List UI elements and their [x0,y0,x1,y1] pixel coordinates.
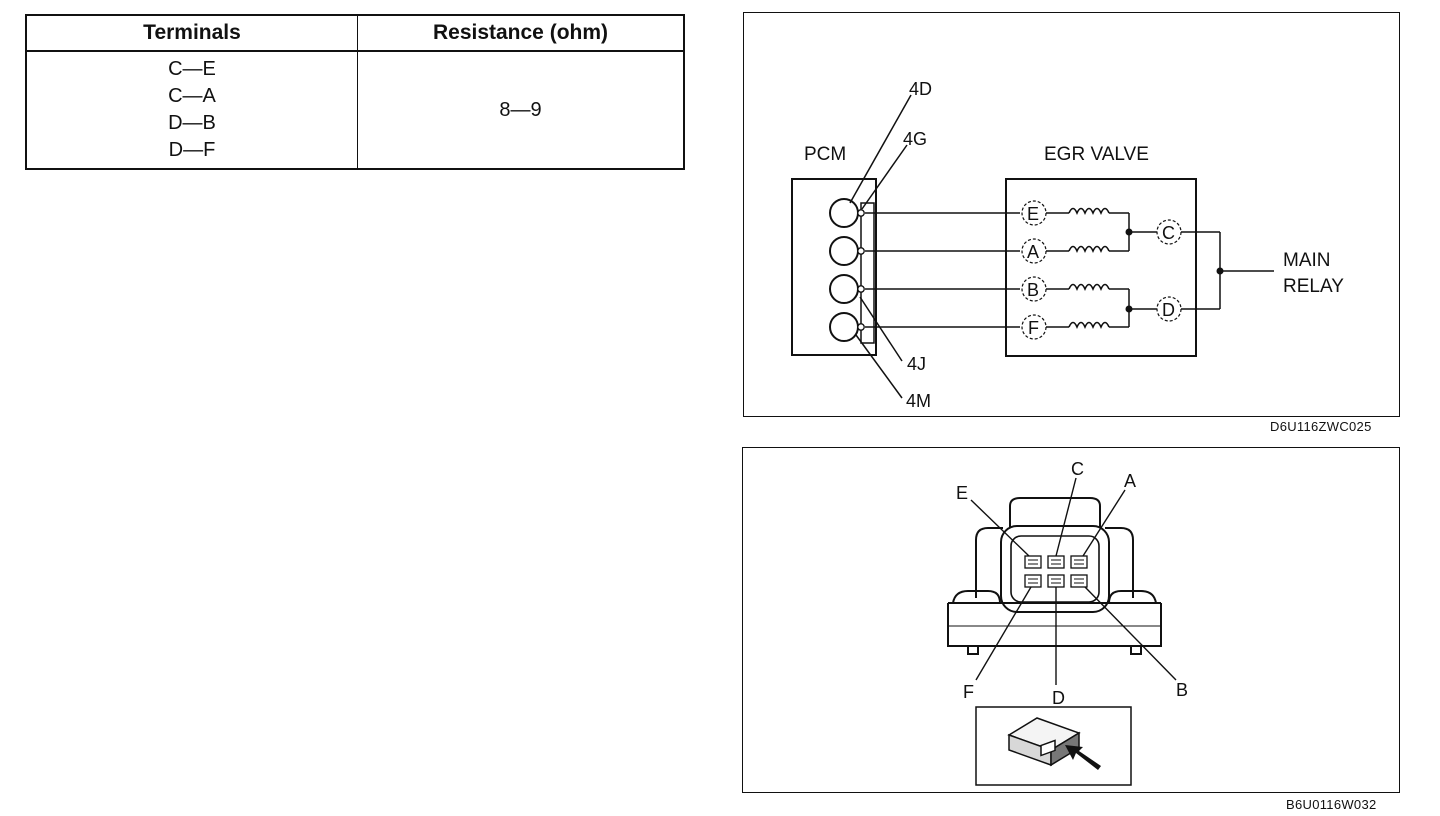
terminal-a-label: A [1027,242,1039,262]
wiring-figure-code: D6U116ZWC025 [1270,419,1372,434]
pin-c [1047,555,1065,569]
connector-view-panel: E C A F D B [742,447,1400,793]
connector-top-latch [1009,497,1101,528]
terminal-pair: D—B [168,112,216,134]
leader-4j [859,296,903,362]
pcm-connector-strip [860,202,875,344]
terminal-c-label: C [1162,223,1175,243]
leader-b [1084,586,1177,681]
pcm-pin-circle [829,312,859,342]
pin-4m-label: 4M [906,391,931,411]
header-terminals: Terminals [27,16,358,52]
pin-e [1024,555,1042,569]
inset-connector-icon [1007,717,1081,767]
connector-figure-code: B6U0116W032 [1286,797,1377,812]
connector-label-f: F [963,682,974,702]
terminal-pairs-cell: C—E C—A D—B D—F [27,51,358,168]
table-row: C—E C—A D—B D—F 8—9 [27,51,683,168]
coil [1068,283,1110,291]
connector-housing [1000,525,1110,613]
terminal-pair: C—E [168,58,216,80]
egr-valve-box [1005,178,1197,357]
leader-c [1055,477,1077,557]
pin-4d-label: 4D [909,79,932,99]
terminal-pair: D—F [168,139,216,161]
connector-label-d: D [1052,688,1065,708]
pin-b [1070,574,1088,588]
side-tab-left [952,590,1001,604]
leader-4m [855,334,903,399]
coil [1068,245,1110,253]
arrow-icon [1065,745,1101,770]
coil [1068,207,1110,215]
pcm-pin-circle [829,198,859,228]
pcm-box [791,178,877,356]
pin-4g-label: 4G [903,129,927,149]
terminal-e-label: E [1027,204,1039,224]
header-resistance: Resistance (ohm) [357,16,683,52]
egr-valve-label: EGR VALVE [1044,144,1149,165]
leader-4d [849,94,912,204]
connector-label-b: B [1176,680,1188,700]
main-relay-label-1: MAIN [1283,250,1331,271]
main-relay-label-2: RELAY [1283,276,1344,297]
pcm-label: PCM [804,144,846,165]
terminal-d-label: D [1162,300,1175,320]
pin-4j-label: 4J [907,354,926,374]
terminal-f-label: F [1028,318,1039,338]
pin-a [1070,555,1088,569]
pin-f [1024,574,1042,588]
connector-label-c: C [1071,459,1084,479]
terminal-pair: C—A [168,85,216,107]
connector-label-a: A [1124,471,1136,491]
connector-diagram: E C A F D B [947,459,1188,786]
pcm-pin-circle [829,236,859,266]
resistance-spec-table: Terminals Resistance (ohm) C—E C—A D—B D… [25,14,685,170]
connector-face [1010,535,1100,603]
connector-label-e: E [956,483,968,503]
resistance-value-cell: 8—9 [499,98,542,121]
leader-e [970,499,1030,557]
leader-f [975,586,1032,681]
connector-base [947,603,1162,647]
table-header-row: Terminals Resistance (ohm) [27,16,683,52]
coil [1068,321,1110,329]
terminal-b-label: B [1027,280,1039,300]
wiring-diagram: PCM EGR VALVE MAIN RELAY 4D 4G 4J 4M E A… [791,79,1344,411]
pcm-pin-circle [829,274,859,304]
side-tab-right [1108,590,1157,604]
leader-a [1082,489,1126,557]
wiring-diagram-panel: PCM EGR VALVE MAIN RELAY 4D 4G 4J 4M E A… [743,12,1400,417]
leader-4g [861,144,908,210]
pin-d [1047,574,1065,588]
